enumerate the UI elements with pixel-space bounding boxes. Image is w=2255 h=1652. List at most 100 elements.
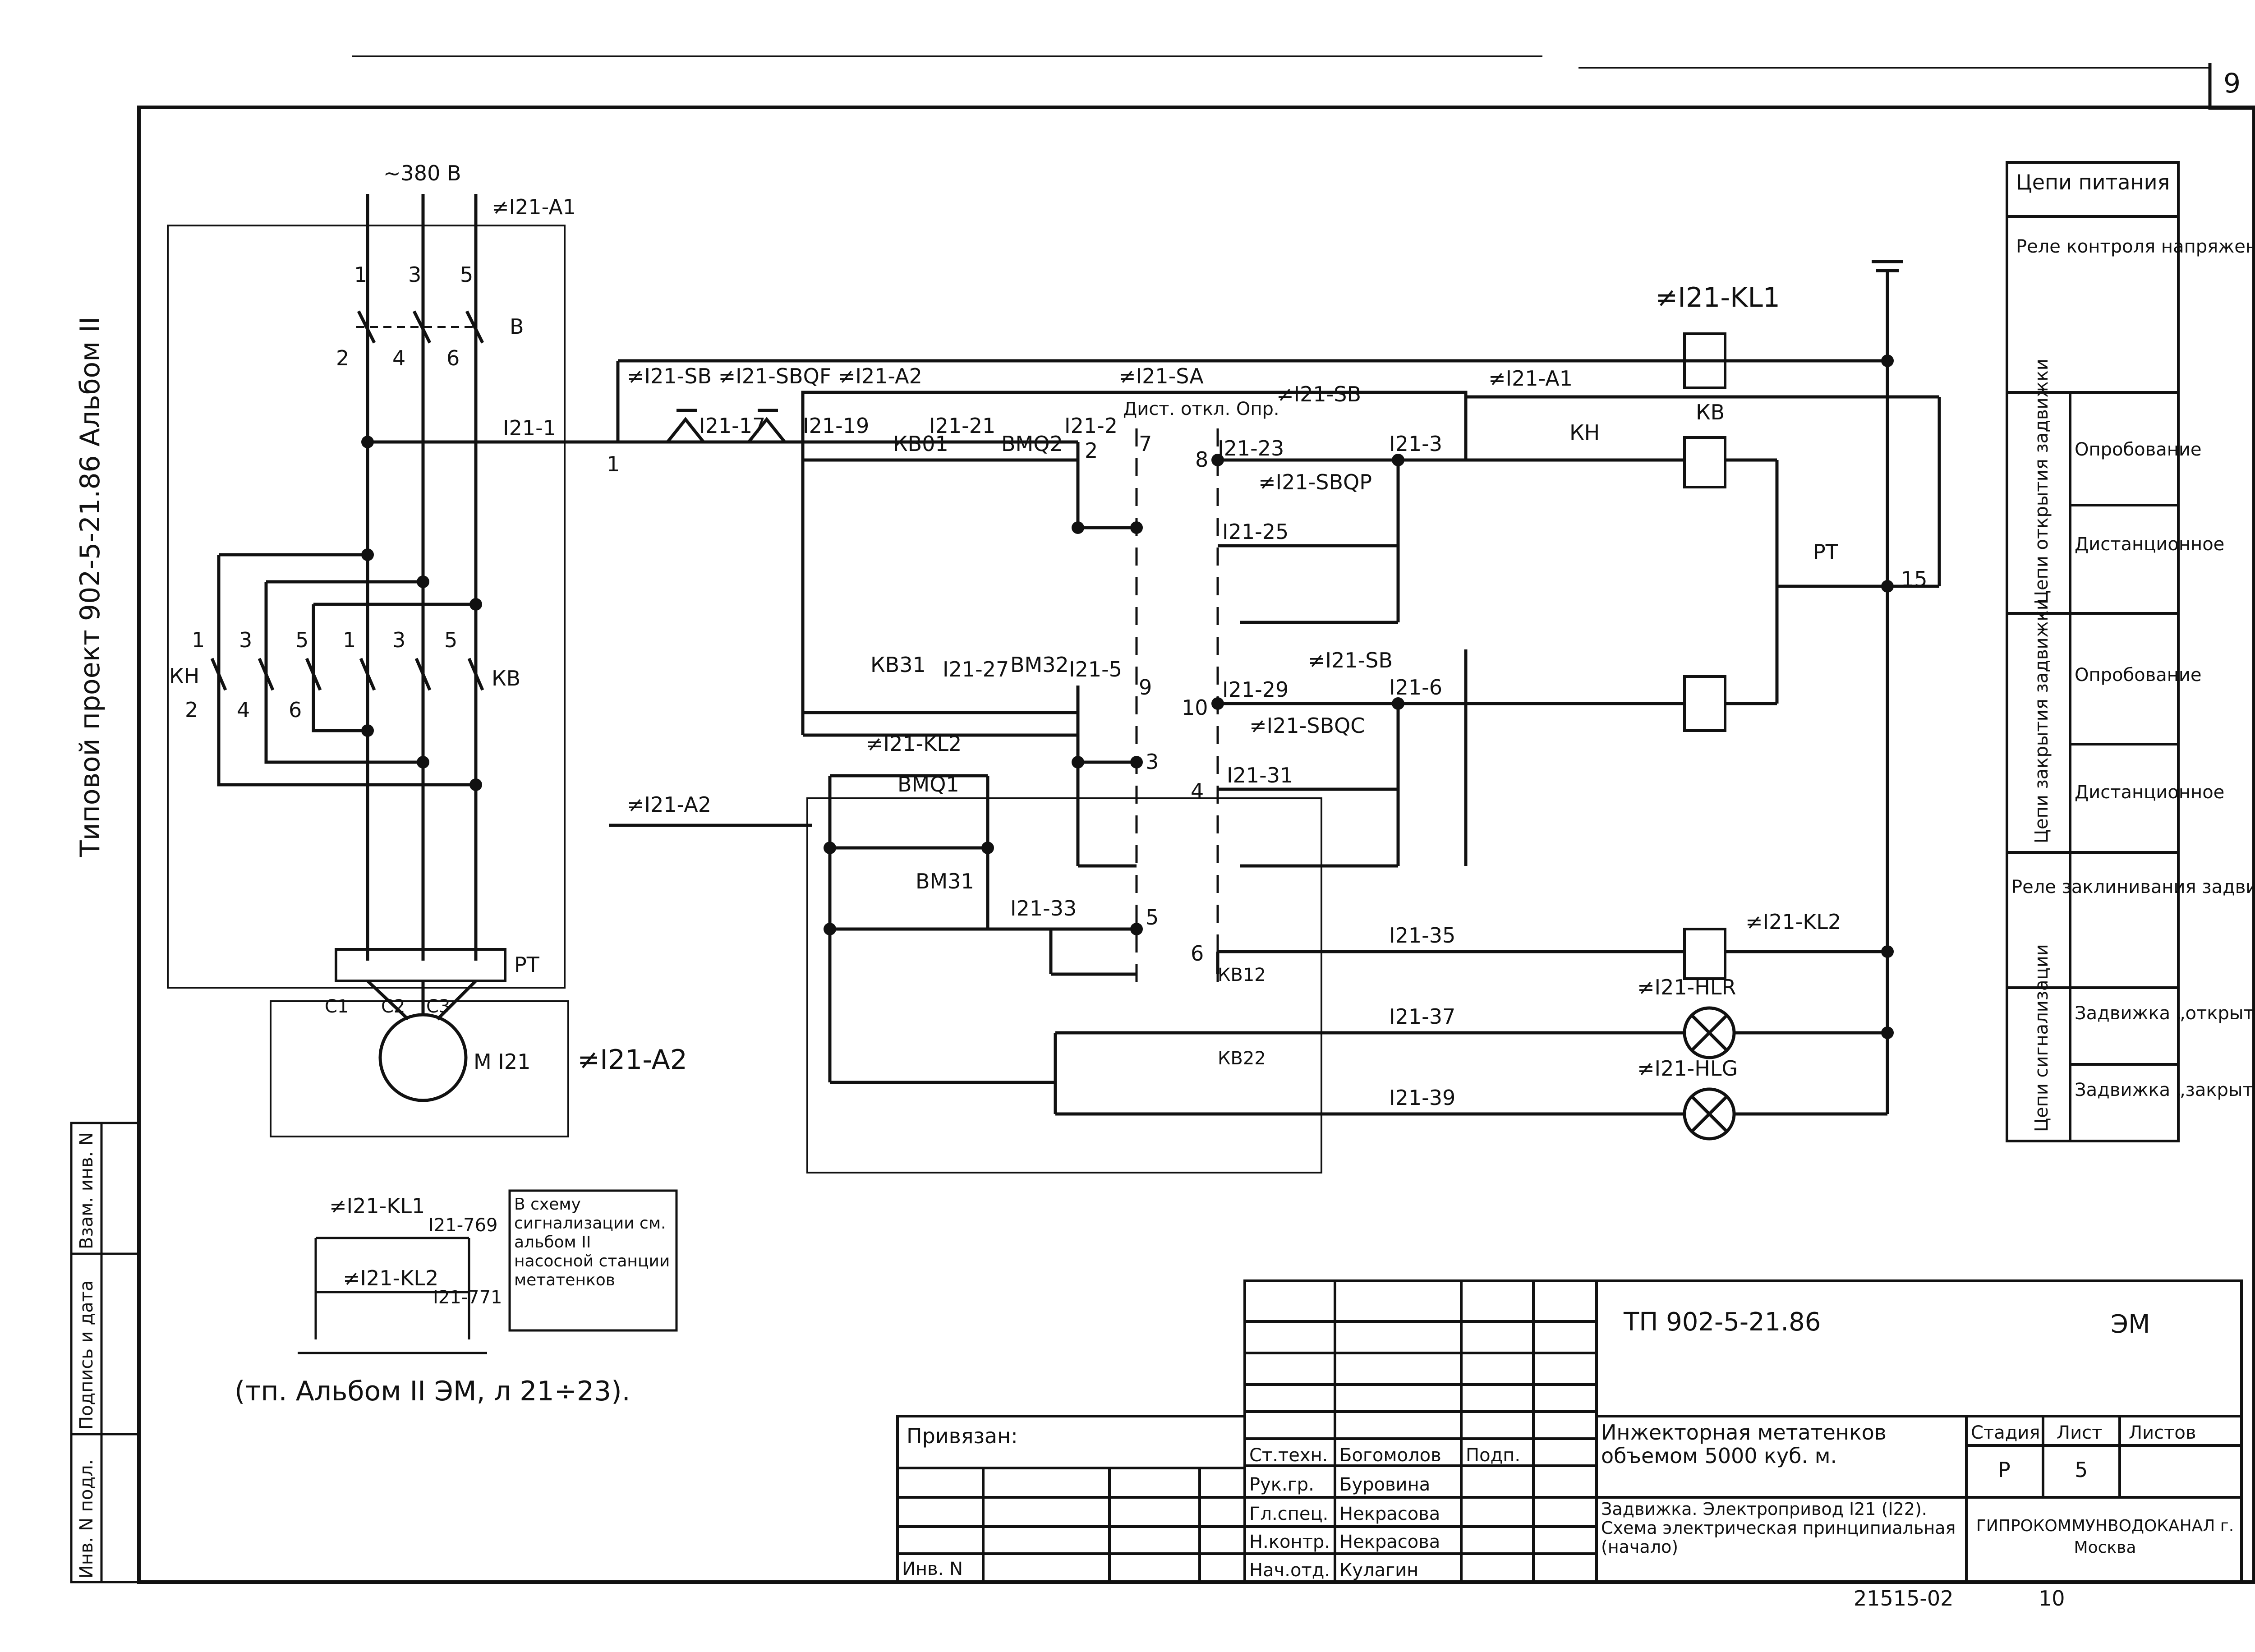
a2-feed-label: ≠I21-A2 xyxy=(627,792,711,817)
kb-name: КВ xyxy=(492,666,520,690)
contact-label: КВ31 xyxy=(870,653,926,677)
tb-tied: Привязан: xyxy=(907,1424,1018,1448)
feeder-label: ≠I21-A1 xyxy=(492,195,576,219)
tb-role: Н.контр. xyxy=(1249,1532,1330,1552)
wire-label: I21-29 xyxy=(1222,677,1289,702)
pole-4: 4 xyxy=(392,346,405,370)
wire-label: I21-25 xyxy=(1222,520,1289,544)
motor-terminal-c1: С1 xyxy=(325,996,349,1017)
wire-label: I21-37 xyxy=(1389,1004,1455,1029)
motor-terminal-c2: С2 xyxy=(381,996,405,1017)
sa-ref: ≠I21-SA xyxy=(1118,364,1204,388)
legend-jam-relay: Реле заклинивания задвижки xyxy=(2011,877,2255,897)
kn-pole-4: 4 xyxy=(237,698,250,722)
node-label: 10 xyxy=(1182,695,1208,720)
kn-name: КН xyxy=(169,664,199,688)
sb2-label: ≠I21-SB xyxy=(1308,648,1393,672)
hlg-label: ≠I21-HLG xyxy=(1637,1056,1738,1081)
legend-close-circuits: Цепи закрытия задвижки xyxy=(2031,598,2052,843)
wire-label: I21-2 xyxy=(1064,414,1118,438)
contact-label: КВ01 xyxy=(893,432,948,456)
node-label: 5 xyxy=(1146,905,1159,930)
sbqc-label: ≠I21-SBQC xyxy=(1249,713,1365,738)
tb-name: Богомолов xyxy=(1339,1445,1441,1466)
wire-label: I21-31 xyxy=(1227,763,1293,787)
note-text: В схему сигнализации см. альбом II насос… xyxy=(514,1195,670,1289)
motor-terminal-c3: С3 xyxy=(426,996,450,1017)
kn-pole-5: 5 xyxy=(295,628,308,652)
contact-label: ВМ31 xyxy=(916,869,974,893)
legend-open-circuits: Цепи открытия задвижки xyxy=(2031,359,2052,604)
line-label: I21-1 xyxy=(503,416,556,440)
node-label: 2 xyxy=(1085,438,1098,463)
tb-name: Некрасова xyxy=(1339,1532,1440,1552)
tb-stage-header: Стадия xyxy=(1971,1422,2040,1443)
node-label: 8 xyxy=(1195,447,1208,472)
note-kl1: ≠I21-KL1 xyxy=(329,1194,425,1218)
note-w1: I21-769 xyxy=(428,1215,497,1236)
note-ref: (тп. Альбом II ЭМ, л 21÷23). xyxy=(235,1376,630,1407)
tb-drawing: Задвижка. Электропривод I21 (I22). Схема… xyxy=(1601,1500,1956,1557)
kl2-a-label: ≠I21-KL2 xyxy=(866,732,962,756)
kl2-b-label: ≠I21-KL2 xyxy=(1745,910,1841,934)
legend-item: Дистанционное xyxy=(2075,534,2224,555)
wire-label: I21-35 xyxy=(1389,923,1455,948)
legend-item: Задвижка „открыта“ xyxy=(2075,1003,2255,1024)
tb-role: Ст.техн. xyxy=(1249,1445,1328,1466)
tb-role: Нач.отд. xyxy=(1249,1560,1330,1581)
motor-ref: ≠I21-A2 xyxy=(577,1044,687,1076)
tb-role: Рук.гр. xyxy=(1249,1474,1314,1495)
hlr-label: ≠I21-HLR xyxy=(1637,975,1736,999)
side-margin-title: Типовой проект 902-5-21.86 Альбом II xyxy=(74,317,106,857)
wire-label: I21-27 xyxy=(943,657,1009,681)
node-label: 4 xyxy=(1191,779,1204,803)
wire-label: I21-6 xyxy=(1389,675,1442,699)
stamp-inv: Инв. N подл. xyxy=(76,1459,97,1578)
legend-item: Задвижка „закрыта“ xyxy=(2075,1080,2255,1100)
kn-pole-2: 2 xyxy=(185,698,198,722)
relay-name: РТ xyxy=(514,953,540,977)
tb-stage: Р xyxy=(1998,1458,2011,1482)
tb-object: Инжекторная метатенков объемом 5000 куб.… xyxy=(1601,1421,1887,1468)
node-label: 3 xyxy=(1146,750,1159,774)
wire-label: I21-5 xyxy=(1069,657,1122,681)
tb-inv: Инв. N xyxy=(902,1559,963,1579)
kn-pole-6: 6 xyxy=(289,698,302,722)
tb-sheet: 5 xyxy=(2075,1458,2088,1482)
kn-pole-3: 3 xyxy=(239,628,252,652)
motor-label: М I21 xyxy=(474,1049,530,1074)
legend-signal-circuits: Цепи сигнализации xyxy=(2031,944,2052,1132)
contact-label: ВМQ1 xyxy=(897,772,959,796)
tb-sign-header: Подп. xyxy=(1466,1445,1520,1466)
kb-pole-1: 1 xyxy=(343,628,356,652)
contact-label: КВ12 xyxy=(1218,965,1266,985)
contact-label: ВМQ2 xyxy=(1001,432,1063,456)
node-label: 1 xyxy=(607,452,620,476)
contact-label: КН xyxy=(1569,420,1600,445)
note-kl2: ≠I21-KL2 xyxy=(343,1266,438,1290)
wire-label: I21-19 xyxy=(803,414,869,438)
contact-label: КВ22 xyxy=(1218,1048,1266,1069)
pole-1: 1 xyxy=(354,262,367,287)
contact-label: ВМ32 xyxy=(1010,653,1069,677)
tb-role: Гл.спец. xyxy=(1249,1504,1328,1524)
wire-label: I21-21 xyxy=(929,414,995,438)
tb-sheets-header: Листов xyxy=(2129,1422,2196,1443)
node-label: 15 xyxy=(1901,567,1928,591)
supply-label: ~380 В xyxy=(383,161,461,185)
bottom-code: 21515-02 xyxy=(1854,1586,1953,1611)
kb-pole-5: 5 xyxy=(444,628,457,652)
node-label: 9 xyxy=(1139,675,1152,699)
wire-label: I21-39 xyxy=(1389,1086,1455,1110)
wire-label: I21-23 xyxy=(1218,436,1284,460)
tb-name: Кулагин xyxy=(1339,1560,1418,1581)
pole-5: 5 xyxy=(460,262,473,287)
legend-item: Опробование xyxy=(2075,439,2201,460)
kb-pole-3: 3 xyxy=(392,628,405,652)
tb-sheet-header: Лист xyxy=(2057,1422,2102,1443)
contact-label: КВ xyxy=(1696,400,1725,424)
tb-name: Некрасова xyxy=(1339,1504,1440,1524)
legend-item: Дистанционное xyxy=(2075,782,2224,803)
legend-item: Опробование xyxy=(2075,665,2201,686)
